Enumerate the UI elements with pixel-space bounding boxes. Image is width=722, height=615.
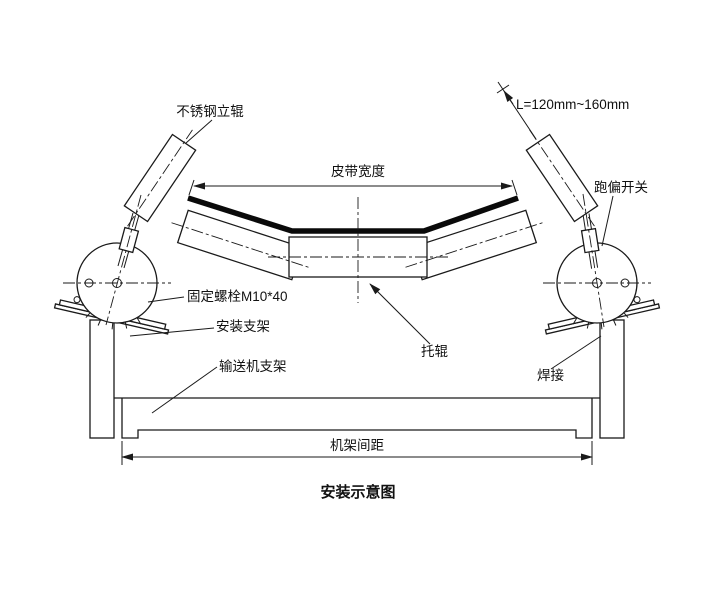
center-lines — [63, 193, 651, 328]
support-column-left — [89, 319, 115, 439]
support-column-right — [599, 319, 625, 439]
conveyor-frame-beam — [114, 397, 600, 439]
label-mounting-bracket: 安装支架 — [216, 319, 270, 334]
belt-width-dimension — [188, 179, 518, 196]
vertical-roller-right — [525, 129, 599, 227]
leader-deviation-switch — [601, 195, 614, 247]
leader-vertical-roller — [185, 119, 213, 144]
serration-ticks-left — [85, 312, 141, 330]
leader-weld — [550, 335, 602, 370]
leader-mounting-bracket — [129, 327, 215, 337]
vertical-roller-left — [123, 129, 197, 227]
length-dimension — [496, 81, 537, 140]
label-vertical-roller: 不锈钢立辊 — [176, 104, 244, 119]
leader-fixing-bolt — [147, 296, 185, 303]
label-deviation-switch: 跑偏开关 — [594, 180, 648, 195]
label-conveyor-frame: 输送机支架 — [219, 359, 287, 374]
label-length-range: L=120mm~160mm — [516, 97, 629, 112]
roller-arm-right — [580, 213, 600, 269]
label-fixing-bolt: 固定螺栓M10*40 — [187, 289, 288, 304]
leader-lines — [129, 119, 614, 414]
serration-ticks-right — [573, 312, 629, 330]
diagram-title: 安装示意图 — [320, 483, 395, 501]
label-frame-spacing: 机架间距 — [330, 438, 384, 453]
frame-spacing-dimension — [121, 441, 593, 465]
belt — [187, 195, 519, 234]
label-idler-roller: 托辊 — [421, 344, 448, 359]
leader-conveyor-frame — [151, 366, 218, 414]
leader-idler — [369, 283, 431, 345]
label-belt-width: 皮带宽度 — [331, 163, 385, 179]
label-weld: 焊接 — [537, 367, 564, 383]
